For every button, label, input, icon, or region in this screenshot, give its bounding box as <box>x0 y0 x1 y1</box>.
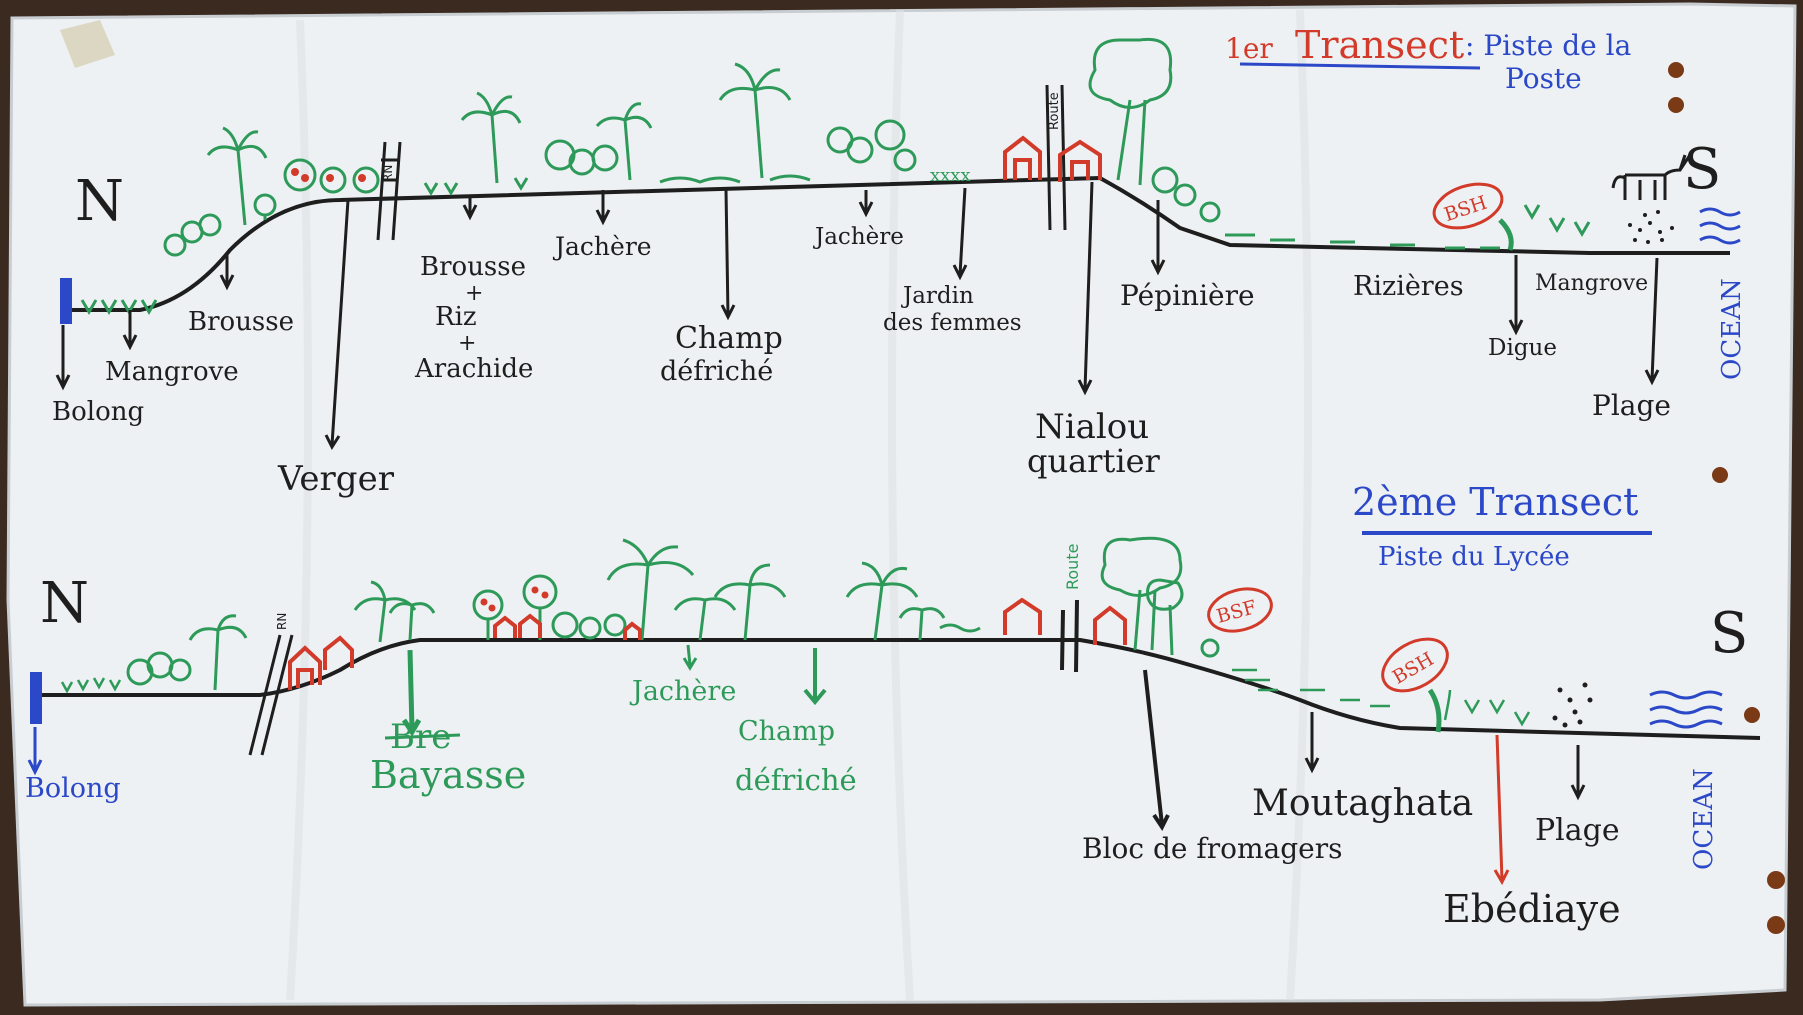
transect1: RN Route <box>52 23 1747 499</box>
label-jachere-2: Jachère <box>813 224 904 250</box>
route-label-2: Route <box>1063 544 1082 590</box>
subtitle-line2-1: Poste <box>1505 62 1582 95</box>
label-arachide: Arachide <box>414 354 533 384</box>
grass-marks-2 <box>60 668 1531 727</box>
tape <box>60 20 115 68</box>
label-jachere-2b: Jachère <box>629 676 736 707</box>
rn-road-1 <box>376 141 402 241</box>
label-pepiniere: Pépinière <box>1120 279 1255 312</box>
label-mangrove-left-1: Mangrove <box>105 357 239 387</box>
title-prefix-1: 1er <box>1225 32 1273 65</box>
palm-trees-2 <box>188 538 946 691</box>
label-jachere-1: Jachère <box>552 232 652 261</box>
palm-trees-1 <box>206 62 792 226</box>
route-road-1 <box>1045 84 1067 231</box>
label-verger: Verger <box>277 459 395 499</box>
cow-drawing <box>1611 154 1692 200</box>
title-word-1: Transect <box>1295 23 1464 67</box>
paper-sheet <box>8 4 1795 1005</box>
label-riz: Riz <box>435 302 477 332</box>
transect2: RN Route <box>25 480 1761 931</box>
label-moutaghata: Moutaghata <box>1252 783 1473 824</box>
north-label-2: N <box>40 571 89 636</box>
subtitle-2: Piste du Lycée <box>1378 542 1570 572</box>
label-bayasse: Bayasse <box>370 753 526 797</box>
route-label-1: Route <box>1047 92 1062 130</box>
label-defriche-2: défriché <box>735 763 857 797</box>
south-label-2: S <box>1710 601 1748 666</box>
label-plus-2: + <box>458 331 476 356</box>
binder-holes <box>1668 62 1785 934</box>
subtitle-line1-1: : Piste de la <box>1465 29 1631 62</box>
label-arrows-1 <box>55 181 1660 451</box>
label-rizieres: Rizières <box>1353 271 1464 302</box>
ocean-waves-2 <box>1649 690 1723 729</box>
title-word-2: 2ème Transect <box>1352 480 1638 524</box>
transect2-title: 2ème Transect Piste du Lycée <box>1352 480 1652 572</box>
transect1-labels: Bolong Mangrove Brousse Verger Brousse +… <box>52 224 1671 499</box>
label-brousse-left-1: Brousse <box>188 307 294 337</box>
label-quartier: quartier <box>1027 442 1161 480</box>
houses-2 <box>288 597 1127 690</box>
label-arrows-2 <box>27 644 1586 886</box>
label-bolong-1: Bolong <box>52 397 144 427</box>
label-des-femmes: des femmes <box>883 310 1022 336</box>
ocean-waves-1 <box>1699 207 1741 245</box>
fruit-trees-2 <box>472 574 558 640</box>
label-brousse-riz-arachide: Brousse <box>420 252 526 282</box>
green-trees-2 <box>126 536 1220 686</box>
transect1-ground-line <box>60 175 1730 312</box>
label-plage-1: Plage <box>1592 389 1671 422</box>
north-label-1: N <box>75 169 124 234</box>
label-champ-1: Champ <box>675 321 783 356</box>
transect2-ground-line <box>40 638 1761 740</box>
garden-crosses: xxxx <box>930 165 971 186</box>
transect1-title: 1er Transect : Piste de la Poste <box>1225 23 1631 95</box>
rn-road-2 <box>248 634 294 756</box>
route-road-2 <box>1060 599 1079 673</box>
rn-label-2: RN <box>275 613 289 630</box>
green-trees-1 <box>163 37 1221 257</box>
label-bolong-2: Bolong <box>25 773 121 804</box>
beach-dots-1 <box>1628 210 1674 244</box>
label-digue: Digue <box>1488 335 1557 361</box>
bolong-water-mark-2 <box>30 672 42 724</box>
houses-1 <box>1003 135 1102 182</box>
beach-dots-2 <box>1552 682 1593 728</box>
label-plage-2: Plage <box>1535 813 1620 848</box>
label-mangrove-right-1: Mangrove <box>1535 271 1648 296</box>
bolong-water-mark <box>60 278 72 324</box>
south-label-1: S <box>1683 137 1721 202</box>
grass-marks-1 <box>80 174 1591 315</box>
label-defriche-1: défriché <box>660 356 773 387</box>
fruit-trees-1 <box>283 158 380 194</box>
label-jardin: Jardin <box>901 283 974 309</box>
label-champ-2: Champ <box>738 716 835 747</box>
rn-label-1: RN <box>381 165 395 182</box>
label-plus-1: + <box>465 281 483 306</box>
label-nialou: Nialou <box>1035 407 1149 447</box>
label-ebediaye: Ebédiaye <box>1443 887 1621 931</box>
label-bloc-fromagers: Bloc de fromagers <box>1082 832 1342 865</box>
transect2-labels: Bolong Bre Bayasse Jachère Champ défrich… <box>25 676 1621 931</box>
ocean-label-1: OCEAN <box>1717 278 1747 380</box>
ocean-label-2: OCEAN <box>1689 768 1719 870</box>
